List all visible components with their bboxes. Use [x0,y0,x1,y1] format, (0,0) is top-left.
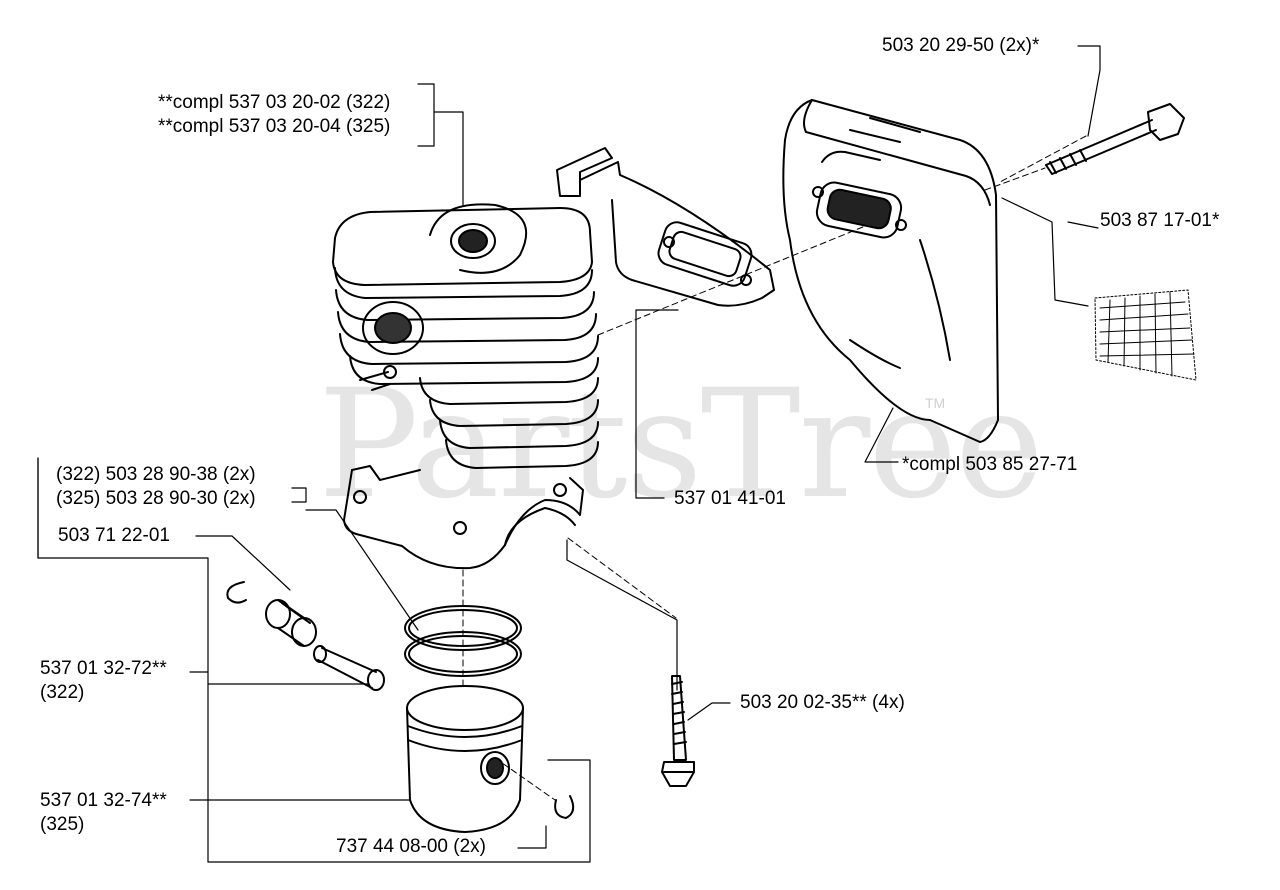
cylinder [332,203,599,570]
watermark: PartsTree [318,358,1044,532]
piston-rings [404,605,522,677]
label-piston-325: 537 01 32-74** [40,790,167,811]
label-muffler-screw: 503 20 29-50 (2x)* [882,35,1040,56]
label-piston-325-model: (325) [40,814,85,835]
label-base-screw: 503 20 02-35** (4x) [740,692,905,713]
label-ring-322: (322) 503 28 90-38 (2x) [56,464,256,485]
label-cylinder-325: **compl 537 03 20-04 (325) [158,116,391,137]
leader-lines [37,45,1101,863]
label-ring-325: (325) 503 28 90-30 (2x) [56,488,256,509]
needle-bearing [265,599,317,647]
label-muffler: *compl 503 85 27-71 [902,454,1078,475]
label-piston-322: 537 01 32-72** [40,658,167,679]
label-spark-screen: 503 87 17-01* [1100,210,1220,231]
circlips [226,581,575,819]
muffler-screw [1045,103,1185,175]
cylinder-base-screw [661,675,695,787]
wrist-pin [313,645,385,691]
spark-arrestor-screen [1094,289,1197,381]
label-gasket: 537 01 41-01 [674,488,786,509]
label-circlip: 737 44 08-00 (2x) [336,836,486,857]
muffler-gasket [556,147,775,307]
label-piston-322-model: (322) [40,682,85,703]
label-cylinder-322: **compl 537 03 20-02 (322) [158,92,391,113]
label-needle-bearing: 503 71 22-01 [58,525,170,546]
muffler [782,99,999,443]
watermark-trademark: TM [925,395,946,411]
piston [406,685,524,833]
